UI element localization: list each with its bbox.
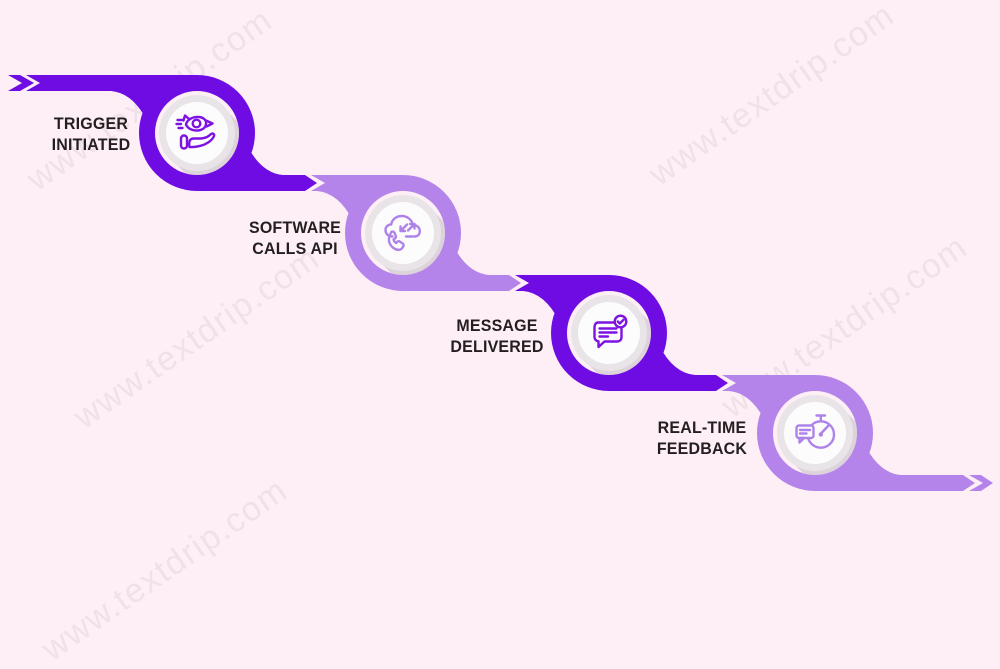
step1-disc	[159, 95, 239, 175]
flow-ribbon-svg	[8, 75, 993, 491]
step4-disc-face	[784, 402, 846, 464]
step-label-message-delivered: MESSAGE DELIVERED	[450, 315, 543, 357]
rocket-hand-icon	[175, 114, 216, 150]
step1-disc-face	[166, 102, 228, 164]
ribbon-dark-segments	[8, 75, 728, 391]
band-start-to-step1	[26, 75, 197, 91]
end-arrow-chevron-icon	[969, 475, 993, 491]
ribbon-light-segments	[311, 175, 993, 491]
step2-ring-fillet-out	[437, 245, 489, 275]
step4-ring-fillet-in	[729, 391, 781, 421]
band-step3-to-junction	[609, 375, 728, 391]
step-label-line: REAL-TIME	[657, 418, 747, 437]
step3-ring-fillet-out	[643, 345, 695, 375]
chat-check-icon	[593, 314, 628, 349]
step-label-software-calls-api: SOFTWARE CALLS API	[249, 217, 341, 259]
cloud-call-icon	[384, 214, 421, 252]
band-step1-to-junction	[197, 175, 317, 191]
step3-ring-fillet-in	[523, 291, 575, 321]
step4-ring-fillet-out	[849, 445, 901, 475]
step1-ring-fillet-out	[231, 145, 283, 175]
process-diagram: www.textdrip.com www.textdrip.com www.te…	[8, 0, 993, 668]
step-label-line: FEEDBACK	[656, 439, 748, 458]
step-label-line: CALLS API	[252, 239, 338, 258]
step-label-line: DELIVERED	[450, 337, 544, 356]
start-arrow-chevron-icon	[8, 75, 34, 91]
step-label-line: INITIATED	[51, 135, 131, 154]
step-label-trigger-initiated: TRIGGER INITIATED	[52, 113, 131, 155]
step-label-line: TRIGGER	[53, 114, 129, 133]
band-step2-to-junction	[403, 275, 521, 291]
step2-ring-fillet-in	[317, 191, 369, 221]
step-label-real-time-feedback: REAL-TIME FEEDBACK	[657, 417, 747, 459]
step-label-line: SOFTWARE	[248, 218, 342, 237]
step2-disc	[365, 195, 445, 275]
step1-ring-fillet-in	[111, 91, 163, 121]
band-step4-to-end	[815, 475, 975, 491]
step-label-line: MESSAGE	[456, 316, 538, 335]
step4-disc	[777, 395, 857, 475]
step2-disc-face	[372, 202, 434, 264]
step3-disc	[571, 295, 651, 375]
stopwatch-bubble-icon	[795, 414, 836, 449]
